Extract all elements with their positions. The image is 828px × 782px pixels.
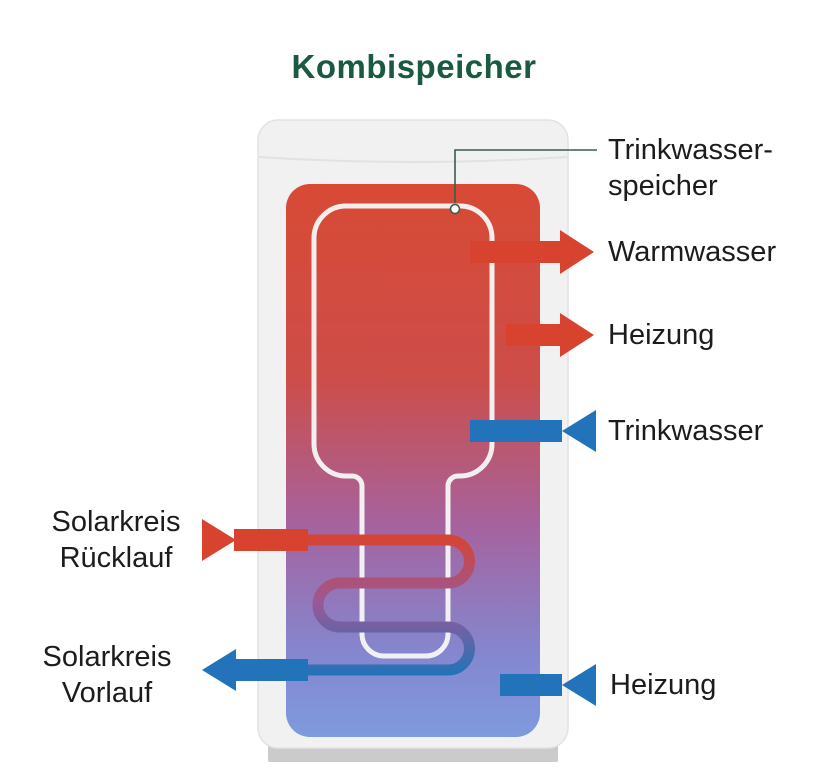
heizung-bottom-arrow-bar (500, 674, 562, 696)
trinkwasserspeicher-label: Trinkwasser- speicher (608, 132, 773, 204)
solar-vorlauf-label-line2: Vorlauf (61, 677, 153, 709)
heizung-bottom-arrow (500, 664, 596, 706)
heizung-bottom-label: Heizung (610, 669, 717, 701)
trinkwasser-label: Trinkwasser (608, 415, 764, 447)
trinkwasserspeicher-label-line2: speicher (608, 170, 718, 202)
solar-ruecklauf-label-line2: Rücklauf (59, 542, 173, 574)
heizung-bottom-arrow-head-icon (562, 664, 596, 706)
heizung-top-label: Heizung (608, 319, 715, 351)
heizung-top-arrow-bar (506, 324, 560, 346)
heizung-top-arrow-head-icon (560, 313, 594, 357)
solar-vorlauf-arrow (202, 649, 308, 691)
solar-vorlauf-arrow-bar (234, 659, 308, 681)
trinkwasser-arrow-head-icon (562, 410, 596, 452)
solar-vorlauf-label: Solarkreis Vorlauf (22, 639, 192, 711)
trinkwasserspeicher-label-line1: Trinkwasser- (608, 134, 773, 166)
trinkwasserspeicher-pointer-dot (449, 203, 461, 215)
solar-ruecklauf-arrow (202, 519, 308, 561)
solar-ruecklauf-label-line1: Solarkreis (51, 506, 181, 538)
inner-tank-outline (311, 203, 495, 659)
heizung-top-arrow (506, 313, 594, 357)
solar-ruecklauf-label: Solarkreis Rücklauf (31, 504, 201, 576)
warmwasser-label: Warmwasser (608, 236, 777, 268)
tank-gradient-body (286, 184, 540, 737)
solar-vorlauf-label-line1: Solarkreis (42, 641, 172, 673)
diagram-title: Kombispeicher (291, 48, 537, 85)
solar-coil (234, 534, 475, 676)
solar-vorlauf-arrow-head-icon (202, 649, 236, 691)
trinkwasser-arrow (470, 410, 596, 452)
solar-ruecklauf-arrow-head-icon (202, 519, 236, 561)
tank-lid-seam (258, 156, 568, 163)
trinkwasser-arrow-bar (470, 420, 562, 442)
trinkwasserspeicher-pointer-line (454, 149, 597, 203)
warmwasser-arrow (470, 230, 594, 274)
warmwasser-arrow-bar (470, 241, 560, 263)
warmwasser-arrow-head-icon (560, 230, 594, 274)
solar-ruecklauf-arrow-bar (234, 529, 308, 551)
